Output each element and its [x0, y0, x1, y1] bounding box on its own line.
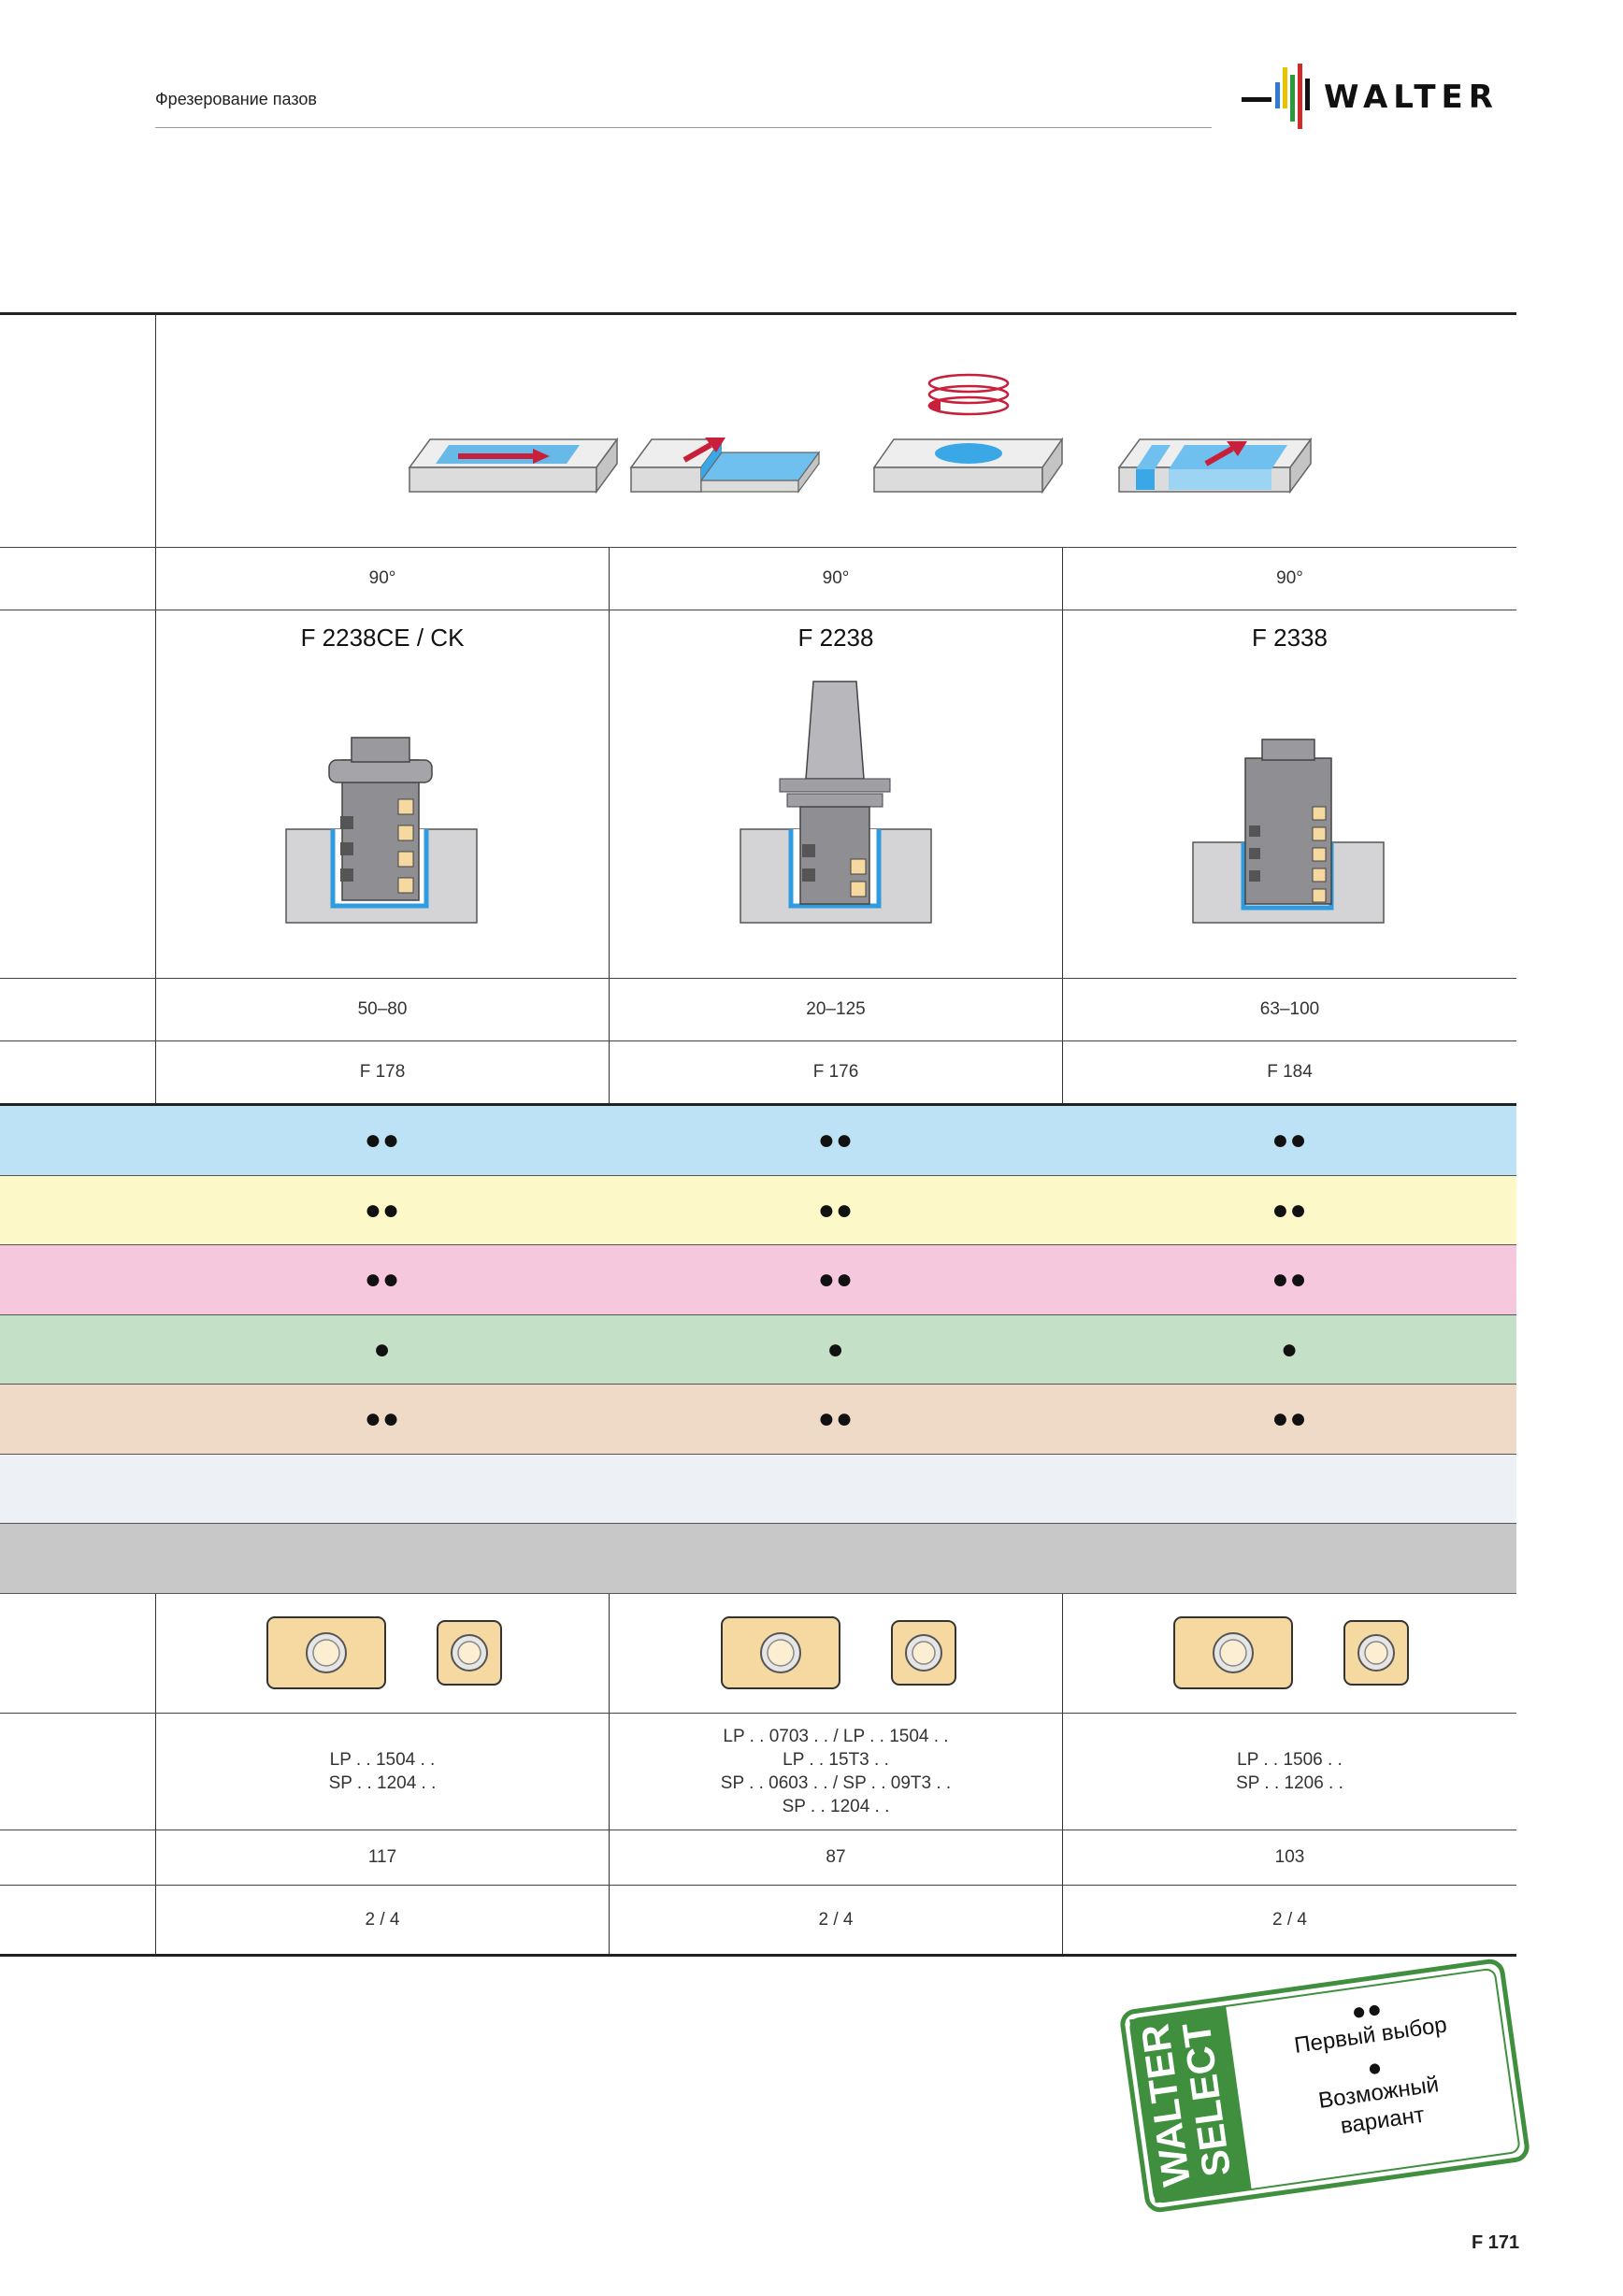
material-suitability-mark: ●●: [817, 1194, 855, 1226]
material-suitability-mark: [156, 1524, 609, 1594]
model-name-2: F 2238: [797, 624, 874, 652]
insert-designation-cell-2: LP . . 0703 . . / LP . . 1504 . . LP . .…: [610, 1714, 1062, 1830]
material-row: ●● ●● ●●: [0, 1106, 1516, 1176]
page-ref-link-2[interactable]: F 176: [812, 1062, 859, 1082]
table-rule-pictogram: [0, 547, 1516, 548]
material-row: ●● ●● ●●: [0, 1175, 1516, 1245]
circular-pocket-pictogram-icon: [872, 373, 1064, 495]
angle-cell-3: 90°: [1276, 568, 1303, 588]
diameter-row: 50–80 20–125 63–100: [0, 979, 1516, 1040]
material-suitability-mark: ●●: [364, 1264, 401, 1296]
angle-row: 90° 90° 90°: [0, 548, 1516, 610]
table-top-rule: [0, 312, 1516, 315]
material-suitability-mark: ●●: [364, 1125, 401, 1156]
material-row-divider: [0, 1384, 1516, 1385]
number-row: 117 87 103: [0, 1830, 1516, 1885]
number-cell-2: 87: [826, 1847, 846, 1867]
edges-row: 2 / 4 2 / 4 2 / 4: [0, 1886, 1516, 1955]
diameter-cell-3: 63–100: [1259, 999, 1320, 1019]
table-bottom-rule: [0, 1954, 1516, 1957]
edges-cell-2: 2 / 4: [818, 1910, 854, 1930]
model-name-1: F 2238CE / CK: [300, 624, 465, 652]
insert-lp-sp-icon: [721, 1616, 956, 1689]
material-row: ●● ●● ●●: [0, 1245, 1516, 1315]
number-cell-1: 117: [367, 1847, 397, 1867]
material-suitability-mark: ●●: [817, 1264, 855, 1296]
model-row: F 2238CE / CK F 2238 F 2338: [0, 610, 1516, 977]
t-slot-pictogram-icon: [1117, 437, 1313, 495]
material-row: [0, 1454, 1516, 1525]
material-row: ●● ●● ●●: [0, 1385, 1516, 1455]
material-suitability-mark: ●: [826, 1333, 845, 1365]
page-ref-link-3[interactable]: F 184: [1267, 1062, 1313, 1082]
insert-designation-cell-3: LP . . 1506 . . SP . . 1206 . .: [1063, 1714, 1516, 1830]
material-row-divider: [0, 1453, 1516, 1455]
material-suitability-mark: [1063, 1524, 1516, 1594]
walter-select-legend: WALTER SELECT ●● Первый выбор ● Возможны…: [1117, 1956, 1533, 2216]
insert-lp-sp-icon: [266, 1616, 502, 1689]
insert-designation-line: SP . . 1204 . .: [328, 1773, 437, 1793]
material-suitability-mark: [1063, 1455, 1516, 1525]
insert-designation-row: LP . . 1504 . . SP . . 1204 . . LP . . 0…: [0, 1714, 1516, 1830]
material-suitability-mark: ●●: [1271, 1403, 1308, 1435]
page-number: F 171: [1472, 2232, 1520, 2253]
angle-cell-2: 90°: [822, 568, 850, 588]
model-name-3: F 2338: [1252, 624, 1328, 652]
material-suitability-mark: ●●: [364, 1403, 401, 1435]
material-suitability-mark: ●●: [364, 1194, 401, 1226]
material-suitability-mark: ●●: [1271, 1125, 1308, 1156]
table-rule-number: [0, 1885, 1516, 1886]
material-row-divider: [0, 1244, 1516, 1245]
table-rule-model: [0, 978, 1516, 979]
insert-lp-sp-icon: [1173, 1616, 1409, 1689]
insert-designation-line: LP . . 1506 . .: [1237, 1750, 1343, 1770]
slotting-cutter-tool-icon: [1192, 739, 1385, 924]
material-suitability-mark: [610, 1455, 1062, 1525]
material-row-divider: [0, 1592, 1516, 1594]
walter-logo: WALTER: [1242, 60, 1518, 133]
long-edge-mill-tool-icon: [740, 681, 932, 924]
face-slot-pictogram-icon: [408, 437, 619, 495]
material-row: [0, 1524, 1516, 1594]
insert-designation-line: LP . . 0703 . . / LP . . 1504 . .: [723, 1727, 949, 1746]
material-suitability-mark: ●●: [817, 1125, 855, 1156]
material-suitability-mark: ●●: [817, 1403, 855, 1435]
material-row-divider: [0, 1523, 1516, 1524]
insert-designation-line: SP . . 1206 . .: [1236, 1773, 1343, 1793]
material-suitability-mark: ●●: [1271, 1194, 1308, 1226]
insert-image-row: [0, 1597, 1516, 1713]
material-row-divider: [0, 1313, 1516, 1315]
number-cell-3: 103: [1274, 1847, 1305, 1867]
insert-designation-line: SP . . 1204 . .: [782, 1797, 890, 1816]
section-title: Фрезерование пазов: [155, 90, 317, 108]
diameter-cell-1: 50–80: [357, 999, 408, 1019]
material-row: ● ● ●: [0, 1314, 1516, 1385]
material-suitability-mark: [610, 1524, 1062, 1594]
material-row-divider: [0, 1174, 1516, 1176]
header-divider: [155, 127, 1212, 128]
table-rule-diameter: [0, 1040, 1516, 1041]
angle-cell-1: 90°: [368, 568, 396, 588]
logo-wordmark: WALTER: [1324, 79, 1499, 116]
shoulder-slot-pictogram-icon: [629, 438, 821, 494]
material-suitability-mark: ●: [1280, 1333, 1300, 1365]
insert-designation-line: LP . . 15T3 . .: [783, 1750, 889, 1770]
table-rule-insert-image: [0, 1713, 1516, 1714]
shell-mill-tool-icon: [285, 737, 478, 924]
insert-designation-cell-1: LP . . 1504 . . SP . . 1204 . .: [156, 1714, 609, 1830]
diameter-cell-2: 20–125: [806, 999, 866, 1019]
page-ref-row: F 178 F 176 F 184: [0, 1041, 1516, 1103]
page-ref-link-1[interactable]: F 178: [359, 1062, 406, 1082]
table-rule-materials-top: [0, 1103, 1516, 1106]
insert-designation-line: SP . . 0603 . . / SP . . 09T3 . .: [720, 1773, 952, 1793]
legend-frame-icon: [1120, 1959, 1530, 2213]
operation-pictograms: [393, 355, 1328, 524]
insert-designation-line: LP . . 1504 . .: [329, 1750, 436, 1770]
material-suitability-mark: ●●: [1271, 1264, 1308, 1296]
logo-bars-icon: [1242, 64, 1310, 129]
edges-cell-3: 2 / 4: [1272, 1910, 1307, 1930]
edges-cell-1: 2 / 4: [365, 1910, 400, 1930]
material-suitability-mark: [156, 1455, 609, 1525]
material-suitability-mark: ●: [373, 1333, 392, 1365]
